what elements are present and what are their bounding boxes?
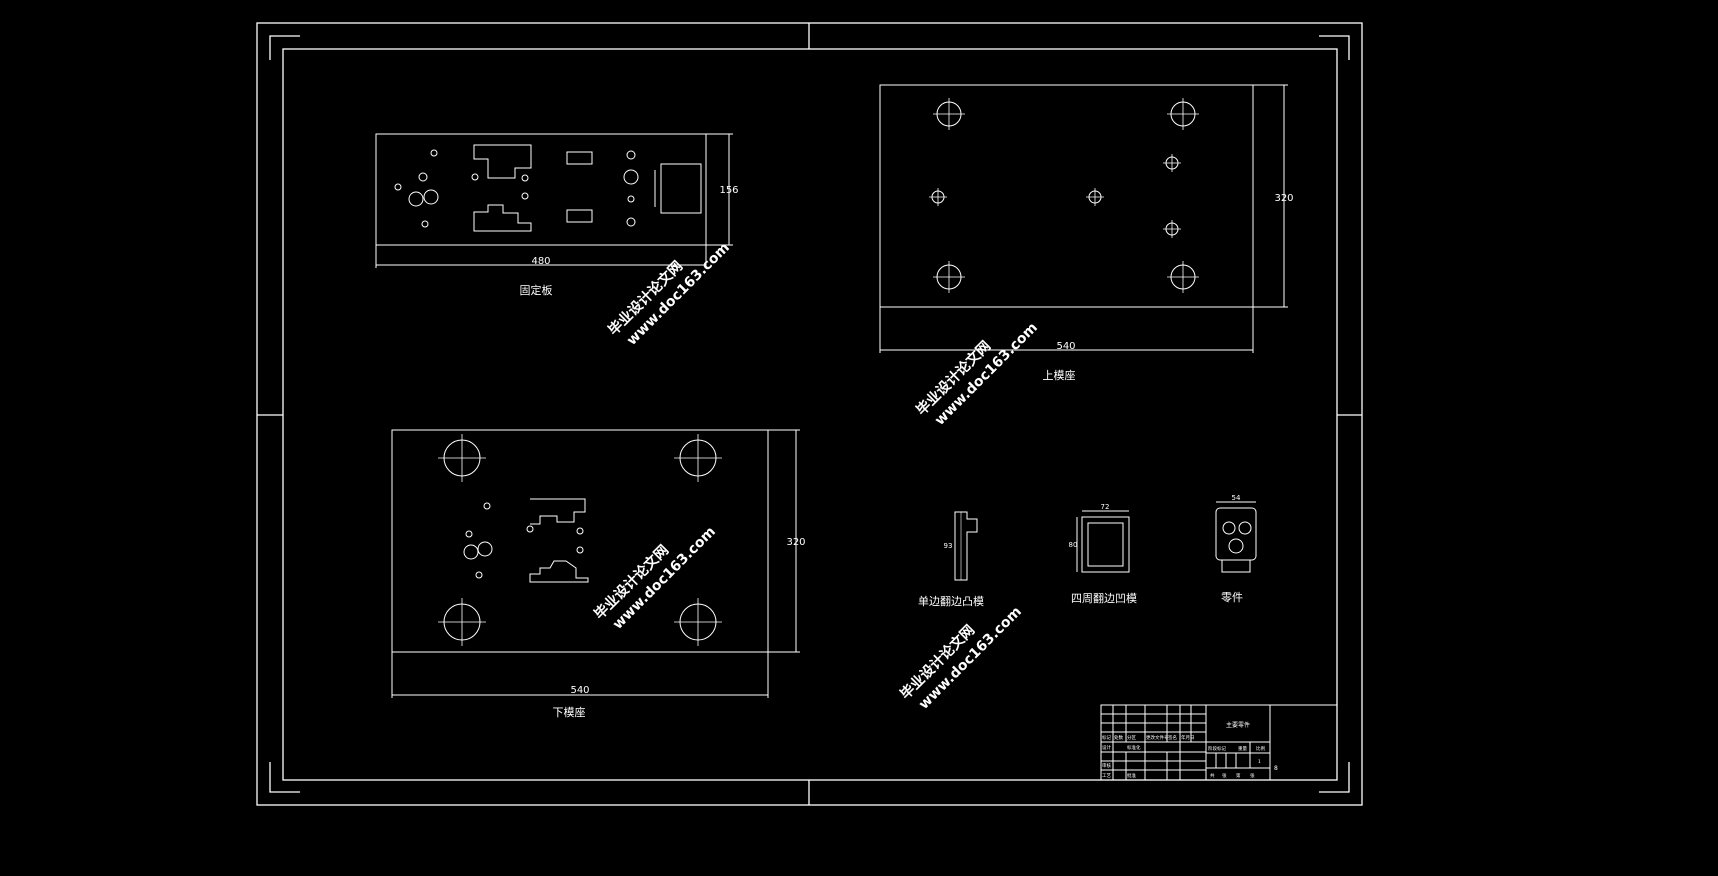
hole bbox=[408, 191, 424, 207]
tb-sheet-label: 共 bbox=[1210, 772, 1215, 779]
tb-stage-label: 重量 bbox=[1238, 745, 1247, 752]
upper-die-width-dim: 540 bbox=[1056, 341, 1075, 352]
small-parts-views bbox=[954, 501, 1257, 581]
part-label: 零件 bbox=[1221, 591, 1243, 604]
fixed-plate-view bbox=[375, 133, 733, 268]
part-hole bbox=[1228, 538, 1244, 554]
lower-die-base-outline bbox=[391, 429, 769, 653]
hole bbox=[521, 174, 529, 182]
tb-row-label: 处数 bbox=[1114, 734, 1123, 741]
fixed-plate-cavity-upper bbox=[473, 144, 532, 179]
die-inner bbox=[1087, 522, 1124, 567]
tb-row-label: 分区 bbox=[1127, 734, 1136, 741]
hole bbox=[626, 217, 636, 227]
corner-mark-tr bbox=[1319, 35, 1350, 60]
fixed-plate-height-dim: 156 bbox=[719, 185, 738, 196]
corner-mark-tl bbox=[269, 35, 300, 60]
upper-die-base-label: 上模座 bbox=[1043, 368, 1076, 382]
tb-stage-label: 比例 bbox=[1256, 745, 1265, 752]
die-height-dim: 80 bbox=[1069, 541, 1078, 549]
tb-sheet-label: 张 bbox=[1250, 772, 1255, 779]
tb-row-label: 更改文件号 bbox=[1146, 734, 1169, 741]
hole bbox=[423, 189, 439, 205]
lower-die-width-dim: 540 bbox=[570, 685, 589, 696]
die-outer bbox=[1081, 516, 1130, 573]
hole bbox=[576, 546, 584, 554]
lower-die-base-label: 下模座 bbox=[553, 705, 586, 719]
hole bbox=[465, 530, 473, 538]
upper-center-lines bbox=[929, 98, 1199, 293]
title-block bbox=[1100, 704, 1338, 781]
hole bbox=[623, 169, 639, 185]
lower-center-lines bbox=[438, 434, 722, 646]
tb-audit-label: 审核 bbox=[1102, 762, 1111, 769]
tb-row-label: 签名 bbox=[1168, 734, 1177, 741]
hole bbox=[483, 502, 491, 510]
fixed-plate-slot-upper bbox=[566, 151, 593, 165]
part-width-dim: 54 bbox=[1232, 494, 1241, 502]
tb-scale-value: 1 bbox=[1258, 759, 1261, 765]
hole bbox=[471, 173, 479, 181]
die-label: 四周翻边凹模 bbox=[1071, 591, 1137, 605]
part-tab bbox=[1221, 559, 1251, 573]
lower-die-base-view bbox=[391, 429, 800, 698]
hole bbox=[526, 525, 534, 533]
part-hole bbox=[1238, 521, 1252, 535]
hole bbox=[475, 571, 483, 579]
fixed-plate-cavity-lower bbox=[473, 204, 532, 232]
tb-sheet-label: 第 bbox=[1236, 772, 1241, 779]
tb-row-label: 年月日 bbox=[1181, 734, 1195, 741]
corner-mark-bl bbox=[269, 762, 300, 793]
fixed-plate-window bbox=[660, 163, 702, 214]
tb-row-label: 标记 bbox=[1102, 734, 1111, 741]
fixed-plate-slot-lower bbox=[566, 209, 593, 223]
fixed-plate-label: 固定板 bbox=[520, 283, 553, 297]
lower-cavity-upper bbox=[530, 498, 586, 525]
fixed-plate-outline bbox=[375, 133, 707, 246]
tb-stage-label: 阶段标记 bbox=[1208, 745, 1226, 752]
hole bbox=[463, 544, 479, 560]
hole bbox=[521, 192, 529, 200]
hole bbox=[394, 183, 402, 191]
die-width-dim: 72 bbox=[1101, 503, 1110, 511]
lower-die-height-dim: 320 bbox=[786, 537, 805, 548]
tb-sheet-label: 张 bbox=[1222, 772, 1227, 779]
hole bbox=[418, 172, 428, 182]
punch-outline bbox=[954, 511, 978, 581]
punch-label: 单边翻边凸模 bbox=[918, 594, 984, 608]
upper-die-height-dim: 320 bbox=[1274, 193, 1293, 204]
hole bbox=[626, 150, 636, 160]
tb-process-label: 工艺 bbox=[1102, 773, 1111, 779]
tb-code: 8 bbox=[1274, 765, 1278, 772]
part-hole bbox=[1222, 521, 1236, 535]
fixed-plate-width-dim: 480 bbox=[531, 256, 550, 267]
upper-die-base-outline bbox=[879, 84, 1254, 308]
hole bbox=[576, 527, 584, 535]
title-block-text: 标记 处数 分区 更改文件号 签名 年月日 设计 标准化 审核 工艺 批准 阶段… bbox=[1102, 734, 1265, 779]
drawing-frame bbox=[256, 22, 1363, 806]
punch-dim: 93 bbox=[944, 542, 953, 550]
hole bbox=[477, 541, 493, 557]
hole bbox=[421, 220, 429, 228]
hole bbox=[627, 195, 635, 203]
lower-cavity-lower bbox=[529, 560, 589, 583]
tb-design-label: 设计 bbox=[1102, 744, 1111, 751]
hole bbox=[430, 149, 438, 157]
tb-standard-label: 标准化 bbox=[1127, 744, 1141, 751]
corner-mark-br bbox=[1319, 762, 1350, 793]
upper-die-base-view bbox=[879, 84, 1288, 353]
tb-drawing-name: 主要零件 bbox=[1226, 721, 1250, 729]
tb-approve-label: 批准 bbox=[1127, 772, 1136, 779]
